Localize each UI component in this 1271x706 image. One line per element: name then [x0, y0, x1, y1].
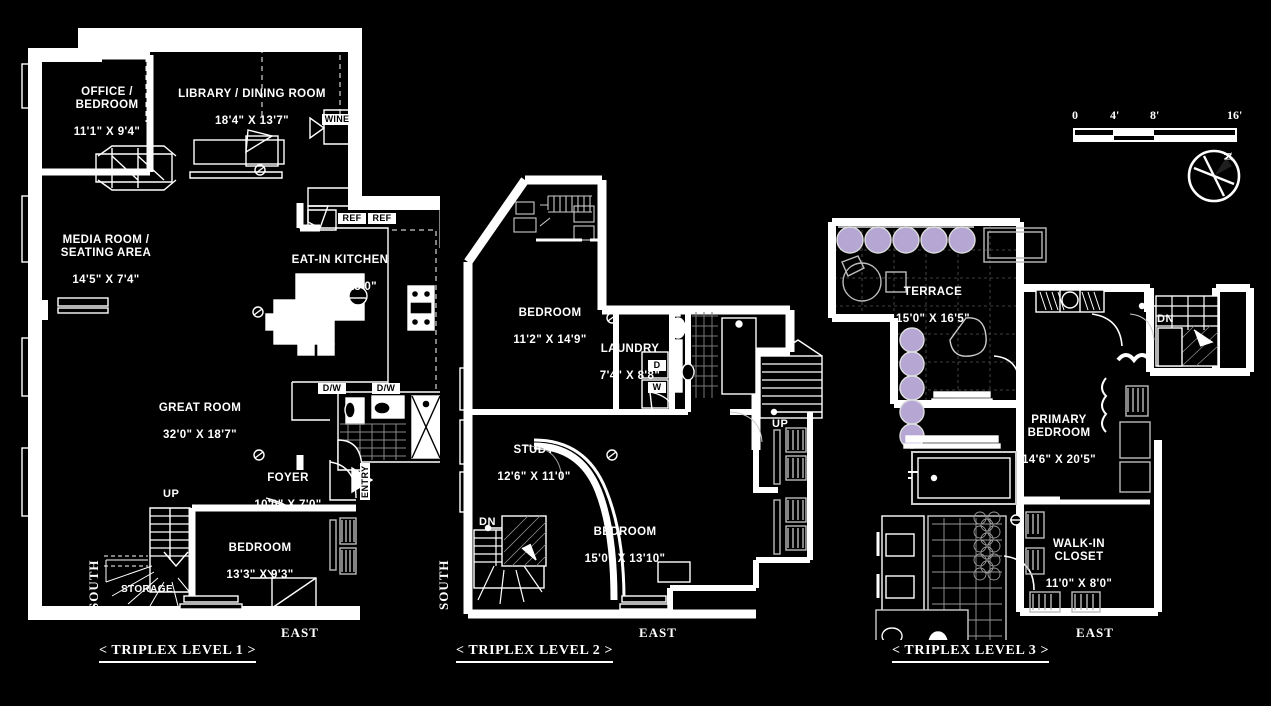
stair-direction-up-l1: UP — [163, 488, 180, 500]
fixture-tag-ref-1: REF — [338, 213, 366, 224]
stair-direction-dn-l2: DN — [479, 516, 496, 528]
compass-rose-icon — [1187, 149, 1241, 203]
fixture-tag-ref-2: REF — [368, 213, 396, 224]
entry-label-l1: ENTRY — [360, 463, 370, 500]
scale-bar-segment-2 — [1154, 130, 1235, 135]
compass-north-label: N — [1221, 152, 1235, 161]
scale-bar-segment-3 — [1114, 136, 1154, 140]
direction-label-east-l2: EAST — [639, 625, 677, 640]
level-1-title: < TRIPLEX LEVEL 1 > — [99, 643, 257, 663]
fixture-tag-dishwasher-2: D/W — [372, 383, 400, 394]
level-1-plan — [21, 28, 440, 620]
direction-label-south-l1: SOUTH — [86, 559, 101, 610]
fixture-tag-wine: WINE — [322, 114, 352, 125]
direction-label-east-l3: EAST — [1076, 625, 1114, 640]
direction-label-south-l2: SOUTH — [436, 559, 451, 610]
level-3-title: < TRIPLEX LEVEL 3 > — [892, 643, 1050, 663]
stair-direction-up-l2: UP — [772, 418, 789, 430]
scale-tick-8: 8' — [1150, 108, 1160, 122]
scale-bar-segment-1 — [1075, 130, 1113, 135]
fixture-tag-dryer: D — [648, 360, 666, 371]
level-2-title: < TRIPLEX LEVEL 2 > — [456, 643, 614, 663]
fixture-tag-washer: W — [648, 382, 666, 393]
scale-tick-16: 16' — [1227, 108, 1243, 122]
stair-direction-dn-l3: DN — [1157, 313, 1174, 325]
level-3-plan — [828, 218, 1254, 640]
level-2-plan — [459, 175, 823, 619]
scale-tick-0: 0 — [1072, 108, 1078, 122]
scale-tick-4: 4' — [1110, 108, 1120, 122]
direction-label-east-l1: EAST — [281, 625, 319, 640]
fixture-tag-dishwasher-1: D/W — [318, 383, 346, 394]
scale-bar — [1073, 128, 1237, 142]
